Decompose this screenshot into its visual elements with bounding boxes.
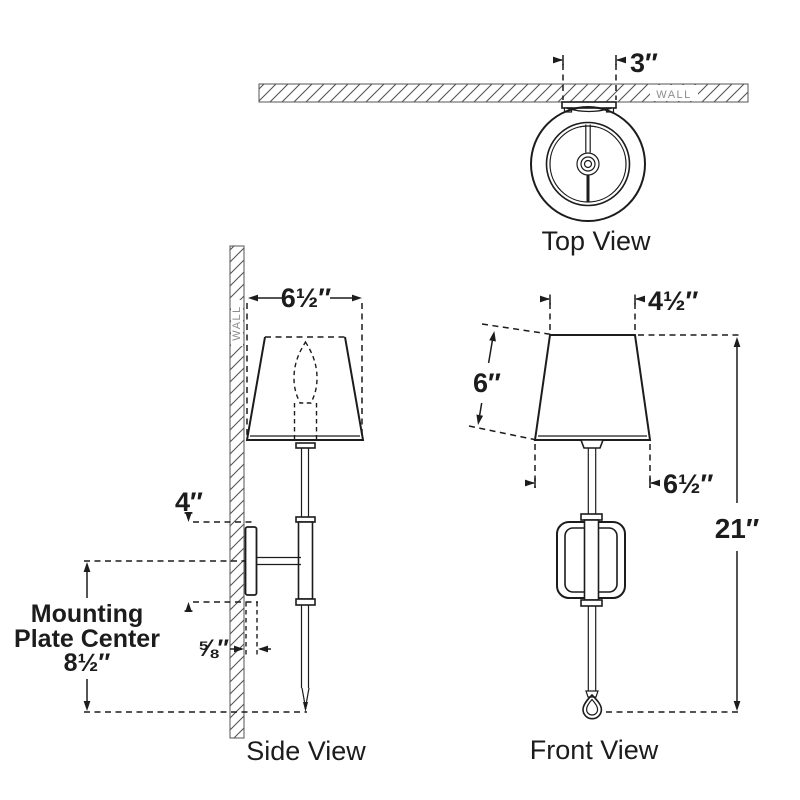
wall-label-gap-side bbox=[231, 300, 243, 346]
wall-label-gap bbox=[650, 85, 698, 101]
front-view-label: Front View bbox=[530, 735, 659, 765]
dim-backplate-width: 3″ bbox=[553, 48, 658, 100]
mounting-label-line3: 8½″ bbox=[64, 649, 111, 677]
dim-6half-front-label: 6½″ bbox=[663, 469, 714, 499]
bulb-hidden bbox=[293, 340, 318, 404]
dim-3in-label: 3″ bbox=[630, 48, 658, 78]
body-front bbox=[556, 439, 626, 720]
side-view-label: Side View bbox=[246, 736, 366, 766]
dim-shade-top-width: 4½″ bbox=[540, 286, 699, 333]
mounting-label-line2: Plate Center bbox=[14, 625, 160, 653]
body-side bbox=[244, 442, 316, 712]
dim-shade-width-side: 6½″ bbox=[246, 283, 363, 437]
front-view: 4½″ 6″ bbox=[468, 286, 760, 765]
wall-label-top: WALL bbox=[656, 89, 692, 101]
dim-4half-label: 4½″ bbox=[648, 286, 699, 316]
finial-loop bbox=[582, 693, 603, 720]
top-view-label: Top View bbox=[541, 226, 651, 256]
shade-side bbox=[245, 336, 365, 441]
dim-6in-label: 6″ bbox=[473, 368, 501, 398]
dim-backplate-height: 4″ bbox=[175, 487, 258, 612]
top-view: WALL bbox=[258, 48, 749, 256]
mounting-label-line1: Mounting bbox=[31, 600, 143, 628]
dim-6half-side-label: 6½″ bbox=[281, 283, 332, 313]
wall-label-side: WALL bbox=[231, 305, 243, 341]
sconce-top-circles bbox=[530, 106, 646, 222]
dim-backplate-depth: ⅝″ bbox=[197, 602, 271, 662]
dim-shade-bottom-width: 6½″ bbox=[525, 444, 714, 499]
shade-front bbox=[533, 334, 652, 441]
backplate-side bbox=[244, 526, 258, 596]
dim-21in-label: 21″ bbox=[715, 513, 760, 544]
wall-section-side bbox=[229, 245, 245, 739]
wall-section-top bbox=[258, 83, 749, 103]
dim-shade-height: 6″ bbox=[468, 323, 553, 442]
dim-58-label: ⅝″ bbox=[197, 635, 229, 662]
side-view: WALL 6½″ bbox=[14, 245, 366, 766]
dim-overall-height: 21″ bbox=[606, 334, 760, 713]
dim-mounting-plate-center: Mounting Plate Center 8½″ bbox=[14, 560, 307, 713]
